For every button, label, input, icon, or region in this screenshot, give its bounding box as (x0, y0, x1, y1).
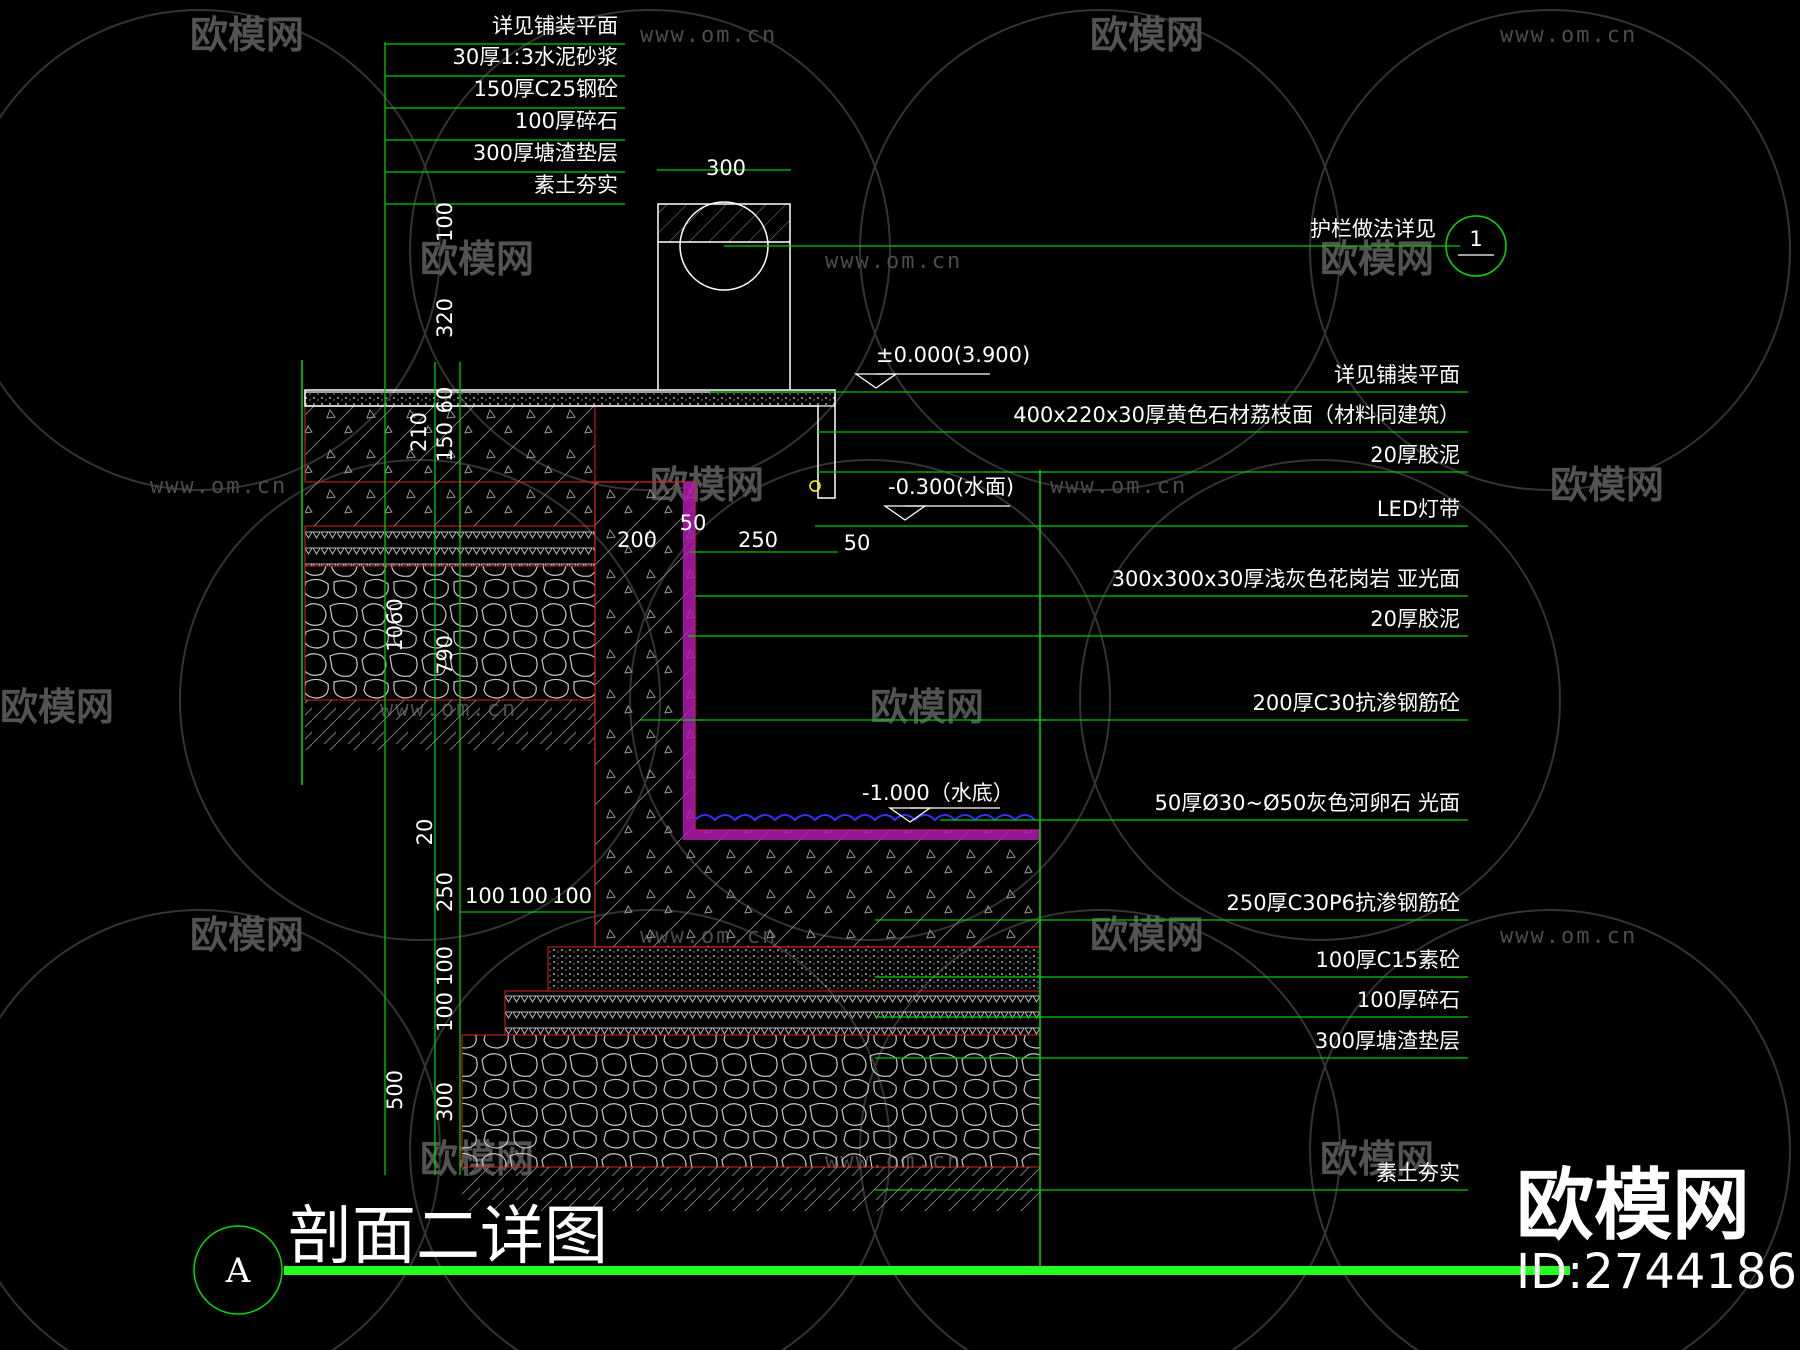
elevation-top: ±0.000(3.900) (876, 343, 1030, 367)
c15-concrete-layer (547, 946, 1041, 992)
dim-vertical-total: 210 (407, 412, 431, 452)
gravel-layer (504, 990, 1041, 1036)
layer-label: LED灯带 (1377, 497, 1460, 521)
title-underline (284, 1266, 1570, 1275)
layer-label: 素土夯实 (1376, 1161, 1460, 1185)
dim-top-width: 300 (706, 156, 746, 180)
coping-stone (304, 389, 836, 499)
leader-lines (384, 42, 1468, 1191)
rubble-fill-layer (461, 1034, 1041, 1168)
watermark-logo: 欧模网 (1320, 1137, 1434, 1181)
dim-vertical-total: 1060 (383, 598, 407, 651)
compacted-soil (462, 1167, 1040, 1211)
elevation-water: -0.300(水面) (888, 475, 1014, 499)
dim-vertical: 100 (433, 202, 457, 242)
elevation-triangle (853, 373, 899, 389)
watermark-url: www.om.cn (640, 23, 777, 48)
elevation-triangle (882, 505, 928, 521)
elevation-markers (853, 373, 1010, 823)
watermark-logo: 欧模网 (870, 685, 984, 729)
watermark-url: www.om.cn (1500, 23, 1637, 48)
drawing-title: 剖面二详图 (288, 1200, 608, 1274)
layer-label: 300x300x30厚浅灰色花岗岩 亚光面 (1112, 567, 1460, 591)
railing-note: 护栏做法详见 (1310, 217, 1436, 241)
watermark-url: www.om.cn (825, 249, 962, 274)
watermark-url: www.om.cn (1500, 924, 1637, 949)
watermark-logo: 欧模网 (1320, 237, 1434, 281)
led-strip (809, 480, 821, 492)
title-block: A 剖面二详图 (193, 1200, 1570, 1315)
watermark-logo: 欧模网 (0, 685, 114, 729)
paving-soil-layer (305, 700, 595, 750)
watermark-logo: 欧模网 (190, 13, 304, 57)
layer-label: 250厚C30P6抗渗钢筋砼 (1227, 891, 1461, 915)
section-mark: A (225, 1251, 251, 1291)
dim-horizontal: 50 (844, 531, 871, 555)
dim-step: 100 (552, 884, 592, 908)
dim-vertical: 320 (433, 298, 457, 338)
dimension-texts: 300 100 320 60 150 210 790 1060 200 50 2… (383, 156, 870, 1122)
dim-horizontal: 50 (680, 511, 707, 535)
dim-vertical: 790 (433, 635, 457, 675)
dim-horizontal: 250 (738, 528, 778, 552)
paving-concrete-layer (304, 405, 596, 483)
dim-horizontal: 200 (617, 528, 657, 552)
paving-label: 300厚塘渣垫层 (473, 141, 618, 165)
layer-label: 50厚Ø30~Ø50灰色河卵石 光面 (1155, 791, 1461, 815)
layer-label: 400x220x30厚黄色石材荔枝面（材料同建筑） (1013, 403, 1460, 427)
dim-vertical: 300 (433, 1082, 457, 1122)
railing-cap (657, 203, 791, 243)
layer-label: 详见铺装平面 (1334, 363, 1460, 387)
dim-vertical: 150 (433, 422, 457, 462)
brand-badge: 欧模网 ID:2744186 (1516, 1161, 1797, 1300)
paving-concrete-lower (305, 482, 595, 526)
watermark-logo: 欧模网 (1550, 463, 1664, 507)
pebble-layer (694, 814, 1036, 822)
dim-vertical: 250 (433, 872, 457, 912)
dim-vertical-total: 500 (383, 1070, 407, 1110)
watermark-url: www.om.cn (150, 474, 287, 499)
dim-vertical: 20 (413, 819, 437, 846)
watermark-url: www.om.cn (1050, 474, 1187, 499)
layer-label: 100厚C15素砼 (1316, 948, 1460, 972)
coping-and-railing (304, 201, 836, 499)
dim-vertical: 60 (433, 387, 457, 414)
paving-section (301, 360, 836, 785)
paving-gravel-layer (304, 525, 596, 567)
layer-label: 200厚C30抗渗钢筋砼 (1253, 691, 1460, 715)
paving-label: 详见铺装平面 (492, 14, 618, 38)
paving-label: 30厚1:3水泥砂浆 (452, 45, 618, 69)
elevation-bottom: -1.000（水底） (862, 781, 1014, 805)
paving-labels: 详见铺装平面 30厚1:3水泥砂浆 150厚C25钢砼 100厚碎石 300厚塘… (452, 14, 618, 197)
brand-id: ID:2744186 (1516, 1244, 1797, 1300)
layer-label: 100厚碎石 (1357, 988, 1460, 1012)
brand-name: 欧模网 (1516, 1161, 1750, 1251)
watermark-logo: 欧模网 (1090, 13, 1204, 57)
paving-label: 100厚碎石 (515, 109, 618, 133)
detail-marker: 1 (1445, 215, 1507, 277)
dim-step: 100 (508, 884, 548, 908)
detail-number: 1 (1469, 227, 1482, 251)
paving-label: 素土夯实 (534, 173, 618, 197)
dim-step: 100 (465, 884, 505, 908)
paving-label: 150厚C25钢砼 (474, 77, 618, 101)
layer-labels: 护栏做法详见 详见铺装平面 400x220x30厚黄色石材荔枝面（材料同建筑） … (1013, 217, 1460, 1185)
layer-label: 20厚胶泥 (1370, 443, 1460, 467)
pool-structure (461, 470, 1041, 1268)
paving-rubble-layer (304, 565, 596, 701)
layer-label: 20厚胶泥 (1370, 607, 1460, 631)
dim-vertical: 100 (433, 946, 457, 986)
watermark-logo: 欧模网 (190, 913, 304, 957)
layer-label: 300厚塘渣垫层 (1315, 1029, 1460, 1053)
watermark-logo: 欧模网 (420, 237, 534, 281)
dim-vertical: 100 (433, 992, 457, 1032)
